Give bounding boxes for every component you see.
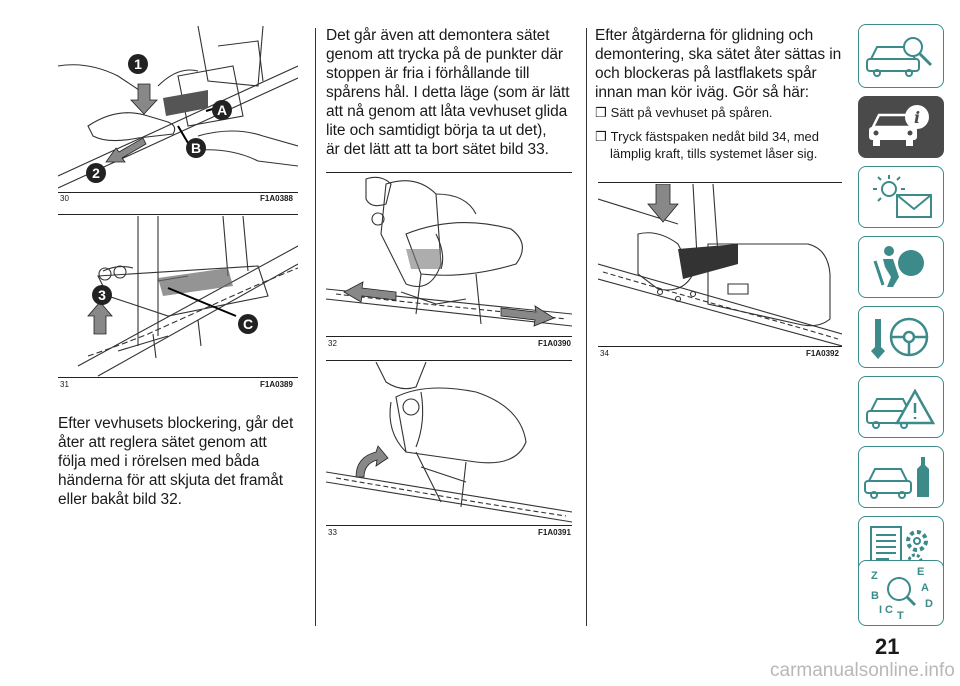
- col2-line: är det lätt att ta bort sätet bild 33.: [326, 141, 549, 158]
- figure-33-top-rule: [326, 360, 572, 361]
- index-letter: E: [917, 566, 924, 578]
- col2-line: spårens hål. I detta läge (som är lätt: [326, 84, 570, 101]
- tab-starting-driving[interactable]: [858, 306, 944, 368]
- column-divider-1: [315, 28, 316, 626]
- figure-31-illustration: [58, 216, 298, 378]
- figure-33-caption-rule: [326, 525, 572, 526]
- index-letter: T: [897, 610, 904, 622]
- steering-wheel-key-icon: [871, 317, 929, 359]
- col1-paragraph: Efter vevhusets blockering, går det åter…: [58, 414, 293, 509]
- col3-line: Efter åtgärderna för glidning och: [595, 27, 814, 44]
- col2-line: Det går även att demontera sätet: [326, 27, 550, 44]
- col1-line: följa med i rörelsen med båda: [58, 453, 260, 470]
- col3-line: och blockeras på lastflakets spår: [595, 65, 817, 82]
- col3-line: demontering, ska sätet åter sättas in: [595, 46, 842, 63]
- watermark: carmanualsonline.info: [770, 660, 955, 681]
- tab-maintenance[interactable]: [858, 446, 944, 508]
- callout-3: 3: [92, 285, 112, 305]
- tab-emergency[interactable]: [858, 376, 944, 438]
- warning-light-envelope-icon: [873, 175, 932, 218]
- figure-30-number: 30: [60, 194, 69, 203]
- col2-paragraph: Det går även att demontera sätet genom a…: [326, 26, 570, 159]
- tab-dashboard[interactable]: [858, 24, 944, 88]
- airbag-seat-icon: [873, 246, 924, 287]
- tab-car-info[interactable]: i: [858, 96, 944, 158]
- car-info-icon: i: [869, 105, 929, 146]
- car-wrench-icon: [864, 457, 929, 499]
- figure-30-code: F1A0388: [260, 194, 293, 203]
- tab-safety[interactable]: [858, 236, 944, 298]
- figure-32-illustration: [326, 174, 572, 336]
- col1-line: eller bakåt bild 32.: [58, 491, 182, 508]
- callout-A: A: [212, 100, 232, 120]
- car-warning-triangle-icon: [866, 388, 936, 429]
- figure-31-top-rule: [58, 214, 298, 215]
- figure-31-number: 31: [60, 380, 69, 389]
- bullet-item: ❒Sätt på vevhuset på spåren.: [595, 104, 773, 121]
- figure-34-number: 34: [600, 349, 609, 358]
- index-letter: A: [921, 582, 929, 594]
- col1-line: åter att reglera sätet genom att: [58, 434, 267, 451]
- bullet-item: ❒Tryck fästspaken nedåt bild 34, med läm…: [595, 128, 819, 162]
- bullet-box-icon: ❒: [595, 105, 607, 120]
- index-letter: B: [871, 590, 879, 602]
- col2-line: stoppen är fria i förhållande till: [326, 65, 530, 82]
- bullet-line: lämplig kraft, tills systemet låser sig.: [610, 146, 818, 161]
- figure-33-number: 33: [328, 528, 337, 537]
- column-divider-2: [586, 28, 587, 626]
- car-dashboard-search-icon: [866, 37, 933, 77]
- bullet-line: ❒Tryck fästspaken nedåt bild 34, med: [595, 128, 819, 145]
- tab-warning-lights[interactable]: [858, 166, 944, 228]
- figure-34-caption-rule: [598, 346, 842, 347]
- bullet-line: ❒Sätt på vevhuset på spåren.: [595, 104, 773, 121]
- figure-34-top-rule: [598, 182, 842, 183]
- svg-text:i: i: [914, 108, 920, 127]
- col2-line: lite och samtidigt börja ta ut det),: [326, 122, 547, 139]
- bullet-box-icon: ❒: [595, 129, 607, 144]
- figure-32-caption-rule: [326, 336, 572, 337]
- index-letter: I: [879, 604, 882, 616]
- alphabet-index-search-icon: Z E A B C D I T: [871, 566, 933, 622]
- figure-34-code: F1A0392: [806, 349, 839, 358]
- bullet-text: Tryck fästspaken nedåt bild 34, med: [610, 129, 820, 144]
- figure-32-code: F1A0390: [538, 339, 571, 348]
- callout-B: B: [186, 138, 206, 158]
- col2-line: att nå genom att låta vevhuset glida: [326, 103, 568, 120]
- figure-31-code: F1A0389: [260, 380, 293, 389]
- col3-line: innan man kör iväg. Gör så här:: [595, 84, 810, 101]
- col1-line: händerna för att skjuta det framåt: [58, 472, 283, 489]
- bullet-text: Sätt på vevhuset på spåren.: [610, 105, 773, 120]
- figure-30-caption-rule: [58, 192, 298, 193]
- figure-32-number: 32: [328, 339, 337, 348]
- figure-31-caption-rule: [58, 377, 298, 378]
- col2-line: genom att trycka på de punkter där: [326, 46, 563, 63]
- callout-C: C: [238, 314, 258, 334]
- figure-32-top-rule: [326, 172, 572, 173]
- callout-1: 1: [128, 54, 148, 74]
- callout-2: 2: [86, 163, 106, 183]
- figure-34-illustration: [598, 184, 842, 346]
- index-letter: Z: [871, 570, 878, 582]
- figure-33-illustration: [326, 362, 572, 524]
- page-number: 21: [875, 634, 900, 659]
- col3-paragraph: Efter åtgärderna för glidning och demont…: [595, 26, 841, 102]
- tab-index[interactable]: Z E A B C D I T: [858, 560, 944, 626]
- figure-33-code: F1A0391: [538, 528, 571, 537]
- index-letter: D: [925, 598, 933, 610]
- index-letter: C: [885, 604, 893, 616]
- col1-line: Efter vevhusets blockering, går det: [58, 415, 294, 432]
